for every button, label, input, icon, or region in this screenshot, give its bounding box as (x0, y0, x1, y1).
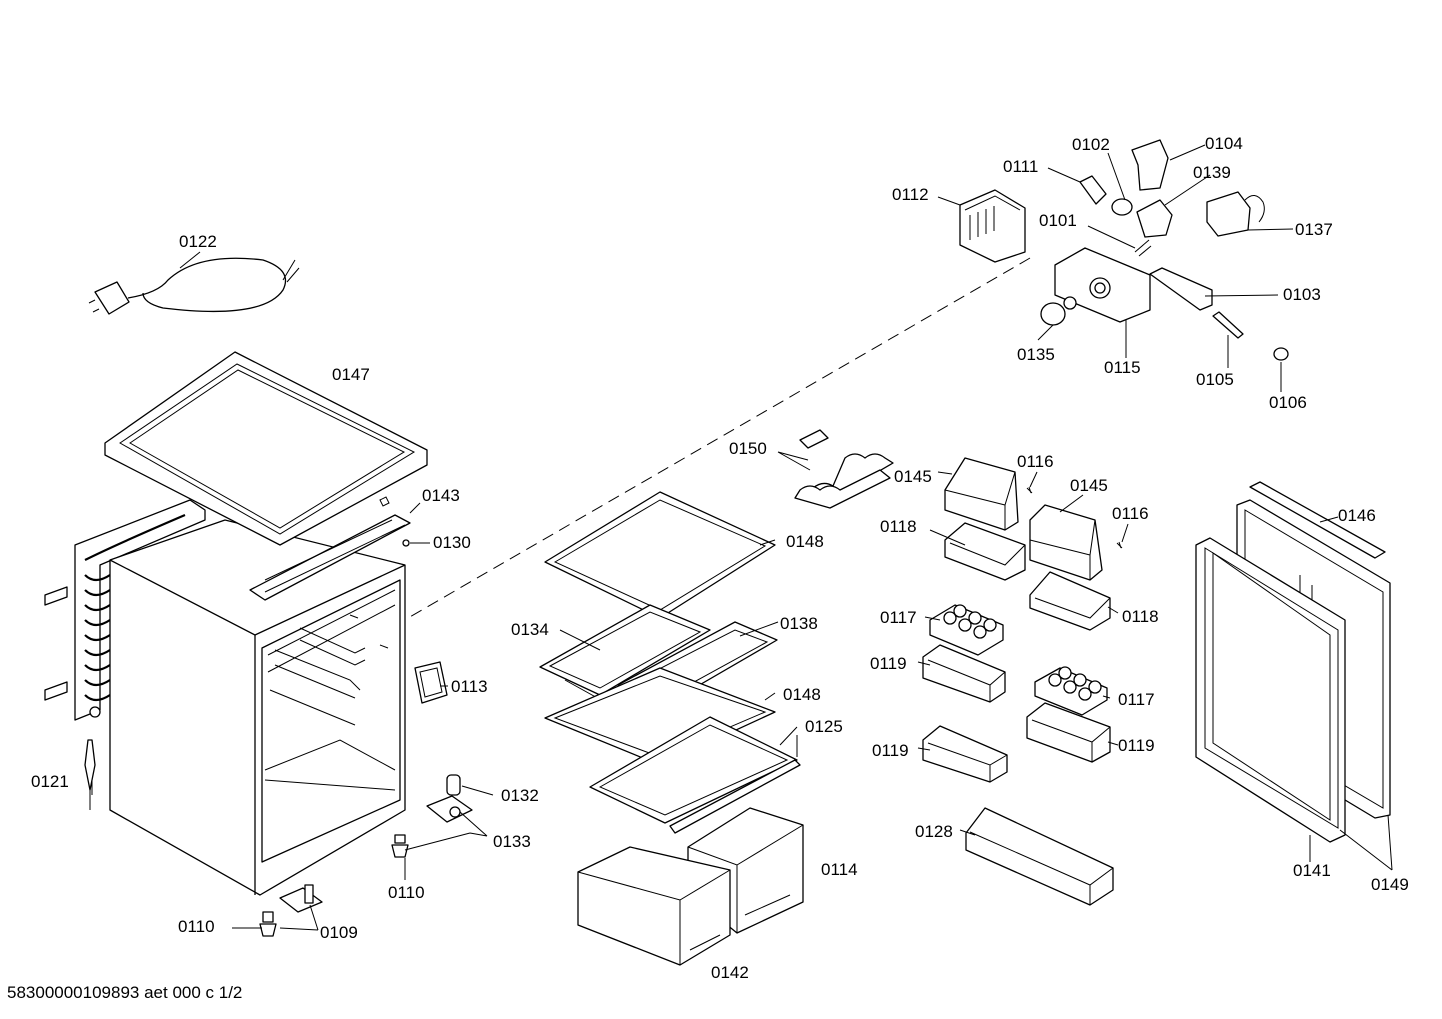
label-0109: 0109 (320, 923, 358, 942)
label-0148-bottom: 0148 (783, 685, 821, 704)
part-0101-screw[interactable] (1134, 239, 1152, 257)
label-0118-left: 0118 (880, 517, 917, 536)
power-cord-0122[interactable] (88, 257, 300, 315)
label-0102: 0102 (1072, 135, 1110, 154)
label-0145-left: 0145 (894, 467, 932, 486)
label-0119-right: 0119 (1118, 736, 1155, 755)
part-0139-switch[interactable] (1136, 199, 1173, 238)
part-0135-knob[interactable] (1040, 302, 1066, 326)
label-0134: 0134 (511, 620, 549, 639)
screw-0130[interactable] (402, 539, 410, 547)
leader-lines-mid (559, 451, 1129, 836)
filter-0121[interactable] (84, 739, 96, 791)
label-0105: 0105 (1196, 370, 1234, 389)
part-0102-ring[interactable] (1111, 198, 1133, 216)
egg-holder-0150[interactable] (794, 429, 894, 509)
crisper-drawers[interactable] (577, 807, 804, 966)
label-0117-right: 0117 (1118, 690, 1155, 709)
leader-lines-right (1309, 516, 1393, 871)
leader-lines-left (91, 251, 494, 931)
label-0138: 0138 (780, 614, 818, 633)
label-0143: 0143 (422, 486, 460, 505)
label-0115: 0115 (1104, 358, 1141, 377)
feet-hinges[interactable] (259, 774, 473, 937)
label-0122: 0122 (179, 232, 217, 251)
label-0150: 0150 (729, 439, 767, 458)
callout-labels: 0102 0104 0111 0139 0112 0101 0137 0103 … (31, 134, 1409, 982)
label-0149: 0149 (1371, 875, 1409, 894)
label-0142: 0142 (711, 963, 749, 982)
label-0139: 0139 (1193, 163, 1231, 182)
label-0145-right: 0145 (1070, 476, 1108, 495)
thermostat-assembly (959, 139, 1289, 361)
label-0110-left: 0110 (178, 917, 215, 936)
shelves[interactable] (539, 491, 801, 834)
label-0130: 0130 (433, 533, 471, 552)
label-0112: 0112 (892, 185, 929, 204)
part-0137-thermostat[interactable] (1206, 191, 1251, 237)
part-0111-bulb[interactable] (1079, 175, 1107, 205)
worktop-0147[interactable] (104, 351, 428, 546)
door-bins[interactable] (922, 457, 1123, 906)
label-0114: 0114 (821, 860, 858, 879)
label-0117-left: 0117 (880, 608, 917, 627)
label-0133: 0133 (493, 832, 531, 851)
label-0116-right: 0116 (1112, 504, 1149, 523)
label-0113: 0113 (451, 677, 488, 696)
label-0125: 0125 (805, 717, 843, 736)
leader-lines-top (937, 144, 1294, 392)
part-0105-rod[interactable] (1212, 311, 1244, 339)
label-0101: 0101 (1039, 211, 1077, 230)
part-0104-bracket[interactable] (1131, 139, 1169, 191)
part-0112-cover[interactable] (959, 189, 1026, 263)
label-0128: 0128 (915, 822, 953, 841)
label-0146: 0146 (1338, 506, 1376, 525)
projection-line (369, 257, 1031, 641)
label-0121: 0121 (31, 772, 69, 791)
label-0135: 0135 (1017, 345, 1055, 364)
label-0111: 0111 (1003, 157, 1038, 176)
label-0147: 0147 (332, 365, 370, 384)
label-0132: 0132 (501, 786, 539, 805)
label-0106: 0106 (1269, 393, 1307, 412)
label-0119-bottom: 0119 (872, 741, 909, 760)
label-0119-top: 0119 (870, 654, 907, 673)
label-0148-top: 0148 (786, 532, 824, 551)
part-0106-cap[interactable] (1273, 347, 1289, 361)
part-0103-lever[interactable] (1149, 267, 1213, 311)
label-0110-right: 0110 (388, 883, 425, 902)
label-0141: 0141 (1293, 861, 1331, 880)
cabinet-body (44, 499, 406, 896)
door-assembly[interactable] (1195, 481, 1391, 843)
label-0118-right: 0118 (1122, 607, 1159, 626)
label-0116-left: 0116 (1017, 452, 1054, 471)
plate-0113[interactable] (414, 661, 448, 704)
drawing-number-footer: 58300000109893 aet 000 c 1/2 (7, 983, 242, 1002)
label-0137: 0137 (1295, 220, 1333, 239)
label-0103: 0103 (1283, 285, 1321, 304)
rail-0143[interactable] (249, 496, 411, 601)
label-0104: 0104 (1205, 134, 1243, 153)
